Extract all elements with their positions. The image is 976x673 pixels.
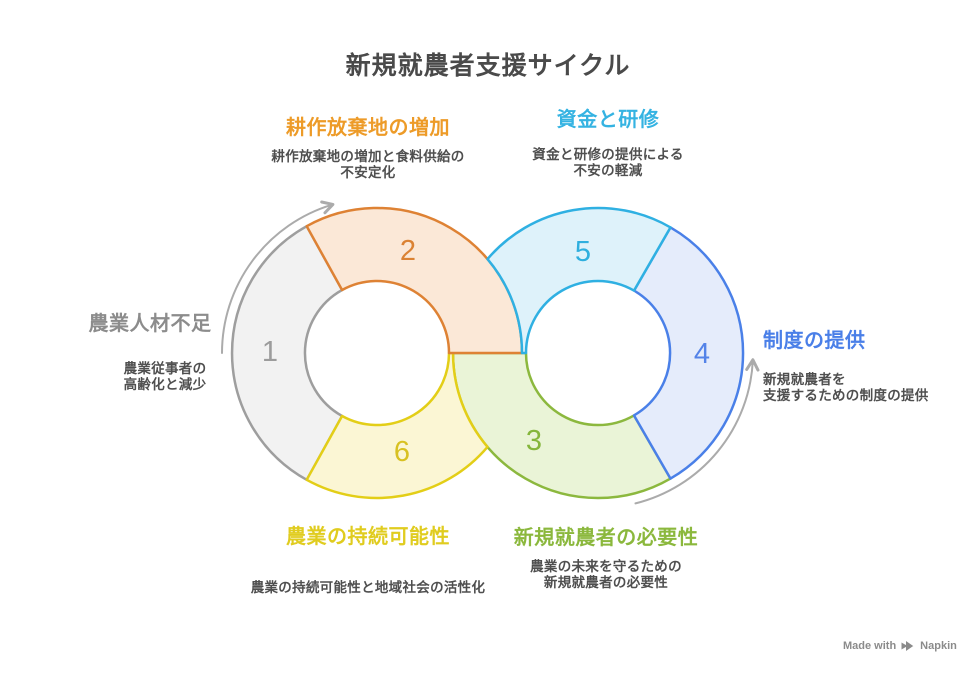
desc-funds-training: 資金と研修の提供による 不安の軽減 [532,147,684,178]
step-number-5: 5 [575,236,591,268]
step-number-3: 3 [526,425,542,457]
segment-1-shortage [230,224,344,482]
desc-sustainability: 農業の持続可能性と地域社会の活性化 [250,580,486,595]
desc-need-for-new-farmers: 農業の未来を守るための 新規就農者の必要性 [530,559,682,590]
step-number-6: 6 [394,436,410,468]
step-number-2: 2 [400,235,416,267]
cycle-arrow-right-icon [634,358,760,505]
label-system-provision: 制度の提供 [763,330,866,352]
step-number-1: 1 [262,336,278,368]
watermark-made-with-text: Made with [843,640,897,652]
label-need-for-new-farmers: 新規就農者の必要性 [513,527,699,549]
label-farmer-shortage: 農業人材不足 [88,313,212,335]
step-number-4: 4 [694,338,710,370]
segment-6-sustainability [305,351,489,500]
napkin-logo-icon [901,640,915,652]
watermark-brand-text: Napkin [920,640,957,652]
label-funds-training: 資金と研修 [556,109,660,131]
watermark: Made with Napkin [843,638,957,654]
page-title: 新規就農者支援サイクル [345,52,631,80]
label-sustainability: 農業の持続可能性 [286,526,450,548]
segment-3-need-for-new-farmers [451,351,672,500]
segment-4-system-provision [632,226,745,480]
segment-5-funds-training [486,206,672,355]
cycle-arrow-left-icon [221,200,335,354]
desc-system-provision: 新規就農者を 支援するための制度の提供 [763,372,929,403]
segment-2-abandoned-farmland [305,206,524,355]
desc-abandoned-farmland: 耕作放棄地の増加と食料供給の 不安定化 [271,149,465,180]
desc-farmer-shortage: 農業従事者の 高齢化と減少 [123,361,207,392]
label-abandoned-farmland: 耕作放棄地の増加 [286,117,450,139]
